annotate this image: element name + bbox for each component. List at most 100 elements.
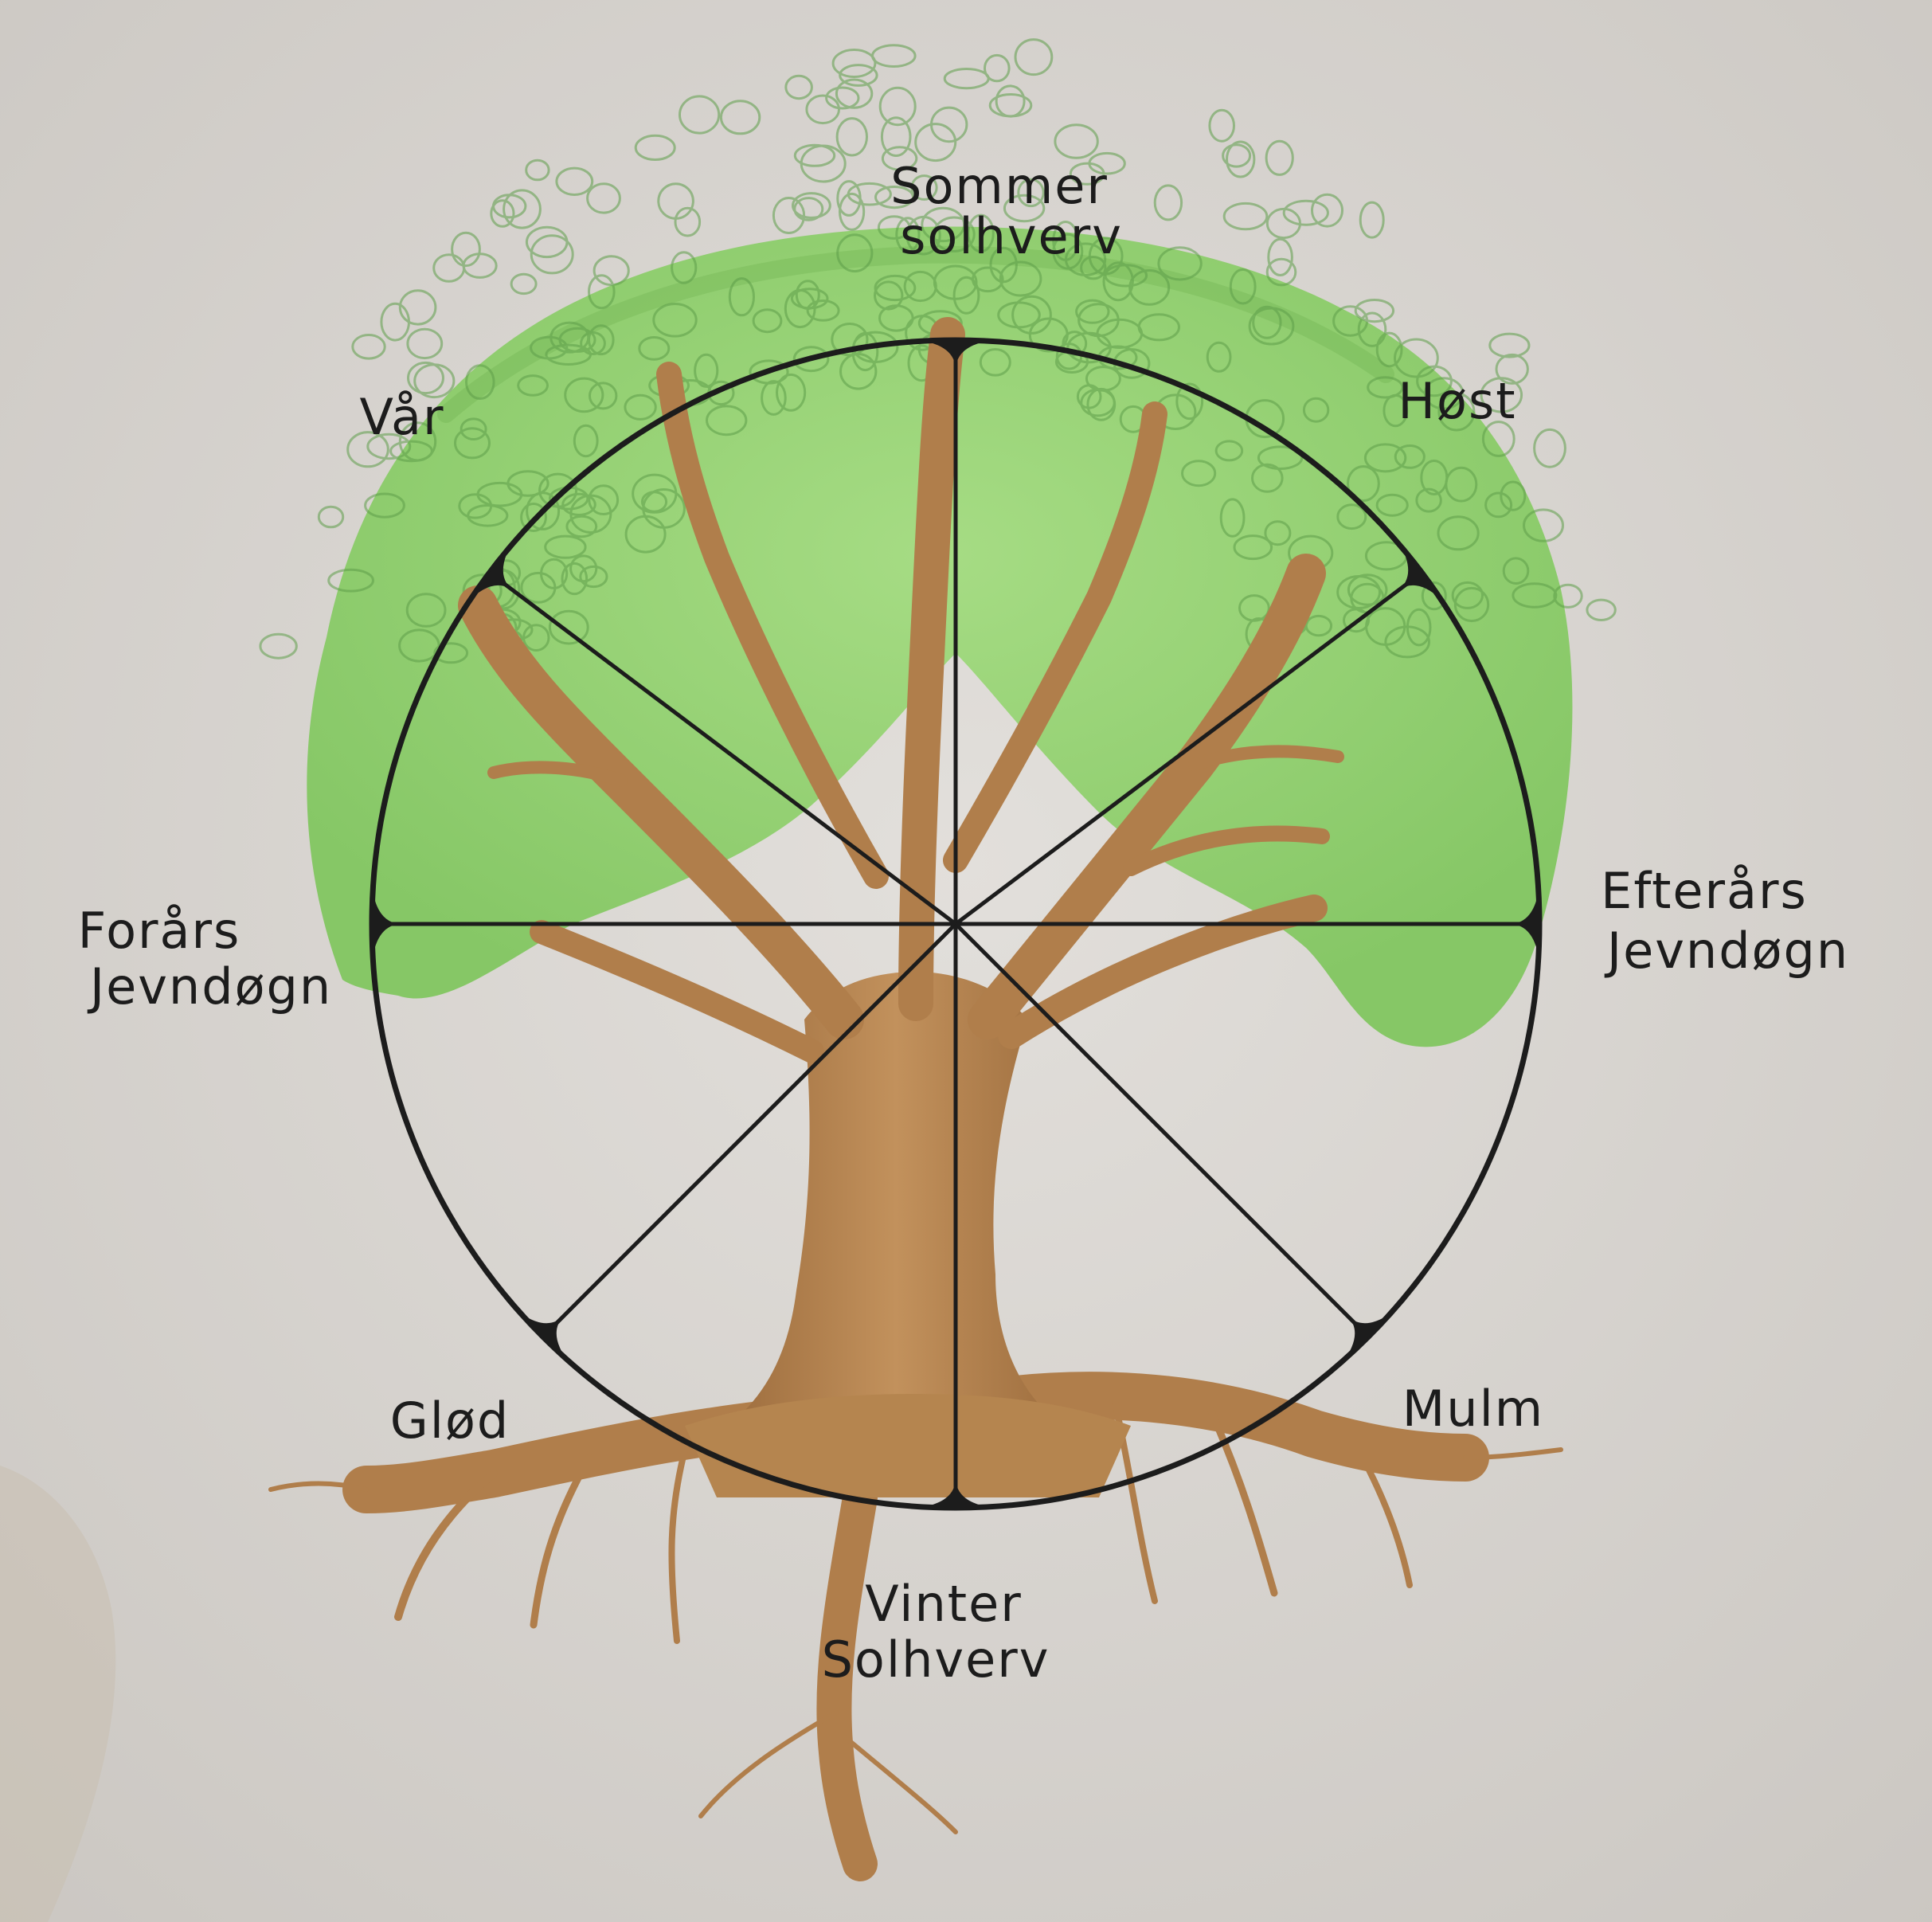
leaf-loop (719, 100, 761, 135)
root-right (972, 1372, 1489, 1482)
leaf-loop (624, 393, 657, 421)
label-spring: Vår (359, 388, 444, 446)
leaf-loop (398, 289, 437, 326)
leaf-loop (1011, 295, 1052, 335)
spoke-autumn (954, 570, 1423, 926)
leaf-loop (1226, 140, 1256, 178)
spoke-mulm (954, 922, 1371, 1339)
leaf-loop (1219, 498, 1246, 538)
leaf-loop (1367, 376, 1404, 399)
leaf-loop (674, 206, 702, 237)
leaf-loop (1157, 246, 1203, 281)
leaf-loop (1088, 151, 1126, 175)
leaf-loop (540, 558, 569, 589)
label-autumn-equinox-line1: Efterårs (1601, 862, 1808, 920)
trunk-body (717, 972, 1075, 1434)
leaf-loop (999, 260, 1042, 297)
leaf-loop (836, 233, 874, 273)
leaf-loop (589, 382, 618, 410)
leaf-loop (549, 321, 590, 354)
root-right-branch (1207, 1406, 1278, 1597)
trunk-base-flare (685, 1394, 1131, 1497)
leaf-loop (492, 194, 527, 219)
leaf-loop (407, 361, 444, 395)
leaf-loop (979, 348, 1011, 377)
leaf-loop (1533, 428, 1566, 468)
leaf-loop (1206, 341, 1232, 373)
leaf-loop (910, 174, 938, 201)
leaf-loop (1495, 353, 1529, 385)
root-right-branch-2 (1351, 1439, 1413, 1588)
branch-right-upper (943, 401, 1167, 873)
node-autumn (1398, 542, 1445, 604)
label-glod: Glød (390, 1392, 510, 1450)
leaf-loop (569, 554, 598, 583)
leaf-loop (776, 373, 807, 412)
leaf-loop (984, 53, 1011, 83)
leaf-loop (933, 264, 978, 300)
leaf-loop (1257, 445, 1304, 471)
branch-right-low (998, 894, 1328, 1049)
leaf-loop (671, 251, 698, 284)
leaf-loop (398, 421, 437, 462)
leaf-loop (880, 116, 912, 158)
leaf-loop (1421, 581, 1447, 611)
leaf-loop (490, 199, 515, 228)
leaf-loop (933, 216, 976, 252)
leaf-loop (1343, 608, 1370, 633)
root-left-branch (530, 1454, 593, 1629)
leaf-loop (878, 86, 917, 127)
leaf-loop (1153, 184, 1183, 221)
leaf-loop (1214, 440, 1244, 462)
leaf-loop (432, 253, 466, 283)
leaf-loop (405, 593, 447, 628)
leaf-loop (1265, 139, 1294, 176)
leaf-loop (1251, 463, 1284, 493)
leaf-loop (1102, 261, 1134, 302)
leaf-loop (995, 84, 1026, 118)
leaf-loop (1128, 269, 1171, 306)
leaf-loop (1222, 143, 1252, 168)
year-wheel (369, 337, 1543, 1511)
leaf-loop (624, 515, 667, 554)
leaf-loop (761, 380, 787, 416)
leaf-loop (503, 189, 542, 229)
leaf-loop (1363, 443, 1407, 473)
leaf-loop (1052, 233, 1084, 270)
leaf-loop (784, 74, 813, 100)
spoke-glod (541, 922, 957, 1339)
leaf-loop (460, 417, 487, 441)
leaf-loop (831, 49, 877, 78)
leaf-loop (1096, 318, 1144, 349)
leaf-loop (1052, 221, 1079, 261)
leaf-loop (1233, 534, 1273, 561)
leaf-loop (522, 624, 550, 652)
leaf-loop (1357, 311, 1387, 347)
leaf-loop (1437, 515, 1480, 551)
leaf-loop (579, 565, 608, 589)
label-summer-solstice-line2: solhverv (900, 207, 1123, 265)
root-tap (816, 1480, 878, 1881)
leaf-loop (1502, 557, 1530, 585)
leaf-loop (792, 346, 830, 373)
leaf-loop (1267, 237, 1293, 276)
leaf-loop (871, 44, 917, 68)
leaf-loop (1282, 199, 1329, 226)
leaf-loop (1252, 305, 1282, 339)
leaf-loop (874, 186, 914, 209)
branch-right-main (968, 554, 1326, 1039)
leaf-loop (520, 503, 547, 532)
leaf-loop (1014, 38, 1054, 76)
leaf-loop (1054, 123, 1099, 159)
leaf-loop (593, 255, 630, 287)
leaf-loop (580, 331, 606, 355)
leaf-loop (467, 504, 509, 527)
leaf-loop (805, 94, 840, 125)
leaf-loop (317, 505, 345, 529)
leaf-loop (634, 134, 676, 161)
branch-left-upper (656, 362, 889, 889)
leaf-loop (825, 86, 860, 110)
season-labels: Sommer solhverv Høst Vår Forårs Jevndøgn… (78, 157, 1848, 1689)
branch-left-twig (487, 761, 628, 787)
